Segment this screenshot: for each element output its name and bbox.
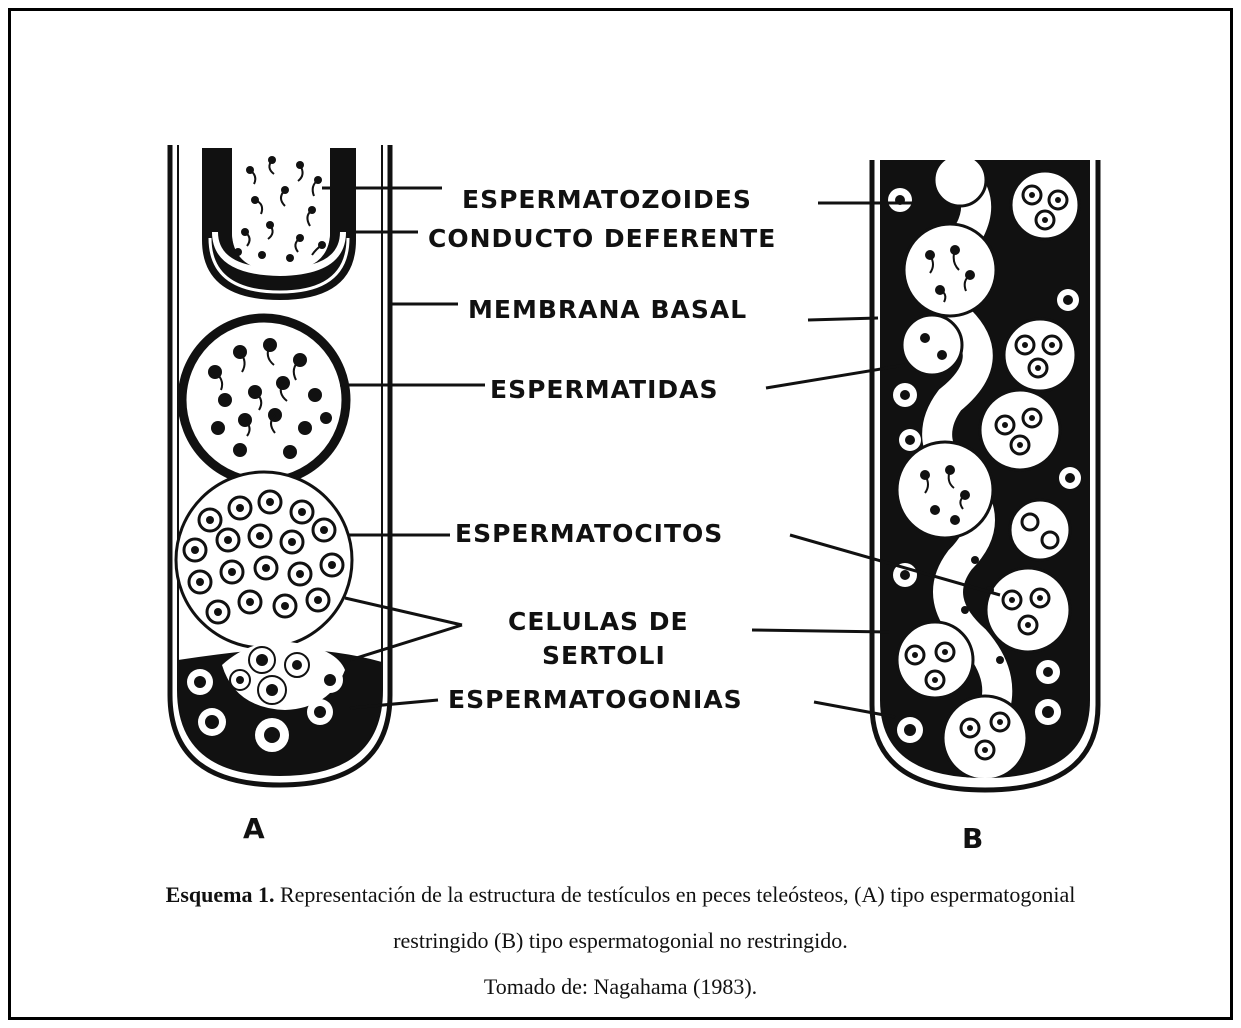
- label-sertoli: SERTOLI: [542, 641, 666, 670]
- spermatid-cyst-a: [182, 318, 346, 482]
- caption-source: Tomado de: Nagahama (1983).: [0, 974, 1241, 1000]
- tubule-b: [872, 154, 1098, 790]
- caption-lead: Esquema 1.: [166, 882, 275, 907]
- panel-label-b: B: [962, 822, 983, 855]
- tubule-a: [170, 145, 390, 785]
- vas-deferens-a: [202, 148, 356, 300]
- spermatocyte-cyst-a: [176, 472, 352, 648]
- label-espermatocitos: ESPERMATOCITOS: [455, 519, 723, 548]
- label-espermatogonias: ESPERMATOGONIAS: [448, 685, 743, 714]
- label-membrana-basal: MEMBRANA BASAL: [468, 295, 747, 324]
- caption-line-1: Esquema 1. Representación de la estructu…: [0, 882, 1241, 908]
- caption-line1-text: Representación de la estructura de testí…: [280, 882, 1075, 907]
- structure-labels: ESPERMATOZOIDES CONDUCTO DEFERENTE MEMBR…: [428, 185, 776, 714]
- caption-line-2: restringido (B) tipo espermatogonial no …: [0, 928, 1241, 954]
- label-conducto-deferente: CONDUCTO DEFERENTE: [428, 224, 776, 253]
- label-celulas-de: CELULAS DE: [508, 607, 689, 636]
- panel-label-a: A: [243, 812, 265, 845]
- label-espermatidas: ESPERMATIDAS: [490, 375, 718, 404]
- label-espermatozoides: ESPERMATOZOIDES: [462, 185, 752, 214]
